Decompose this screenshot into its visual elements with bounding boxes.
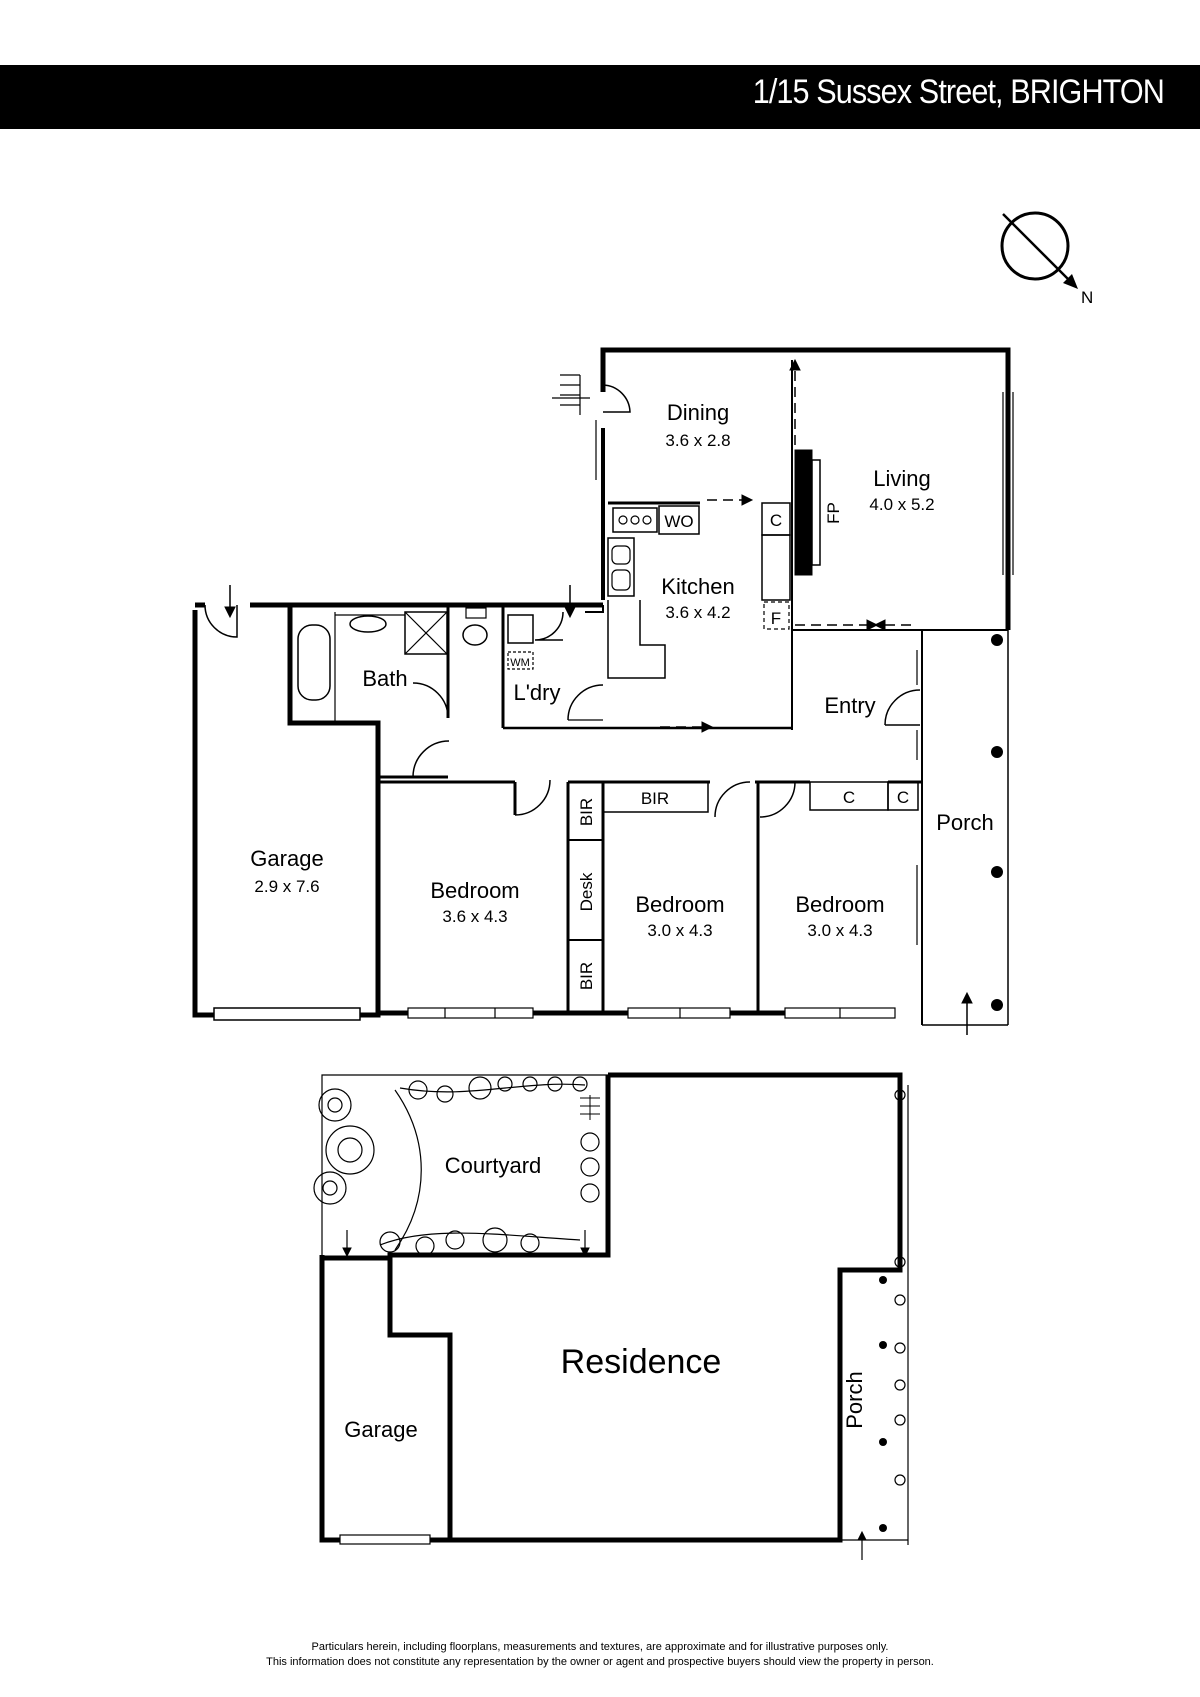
bir-left-top-label: BIR [577,798,596,826]
fridge-label: F [771,609,781,628]
fixture-labels: WO C FP F WM BIR BIR Desk BIR C C [510,502,909,990]
site-porch-label: Porch [842,1371,867,1428]
kitchen-cupboard-label: C [770,511,782,530]
bedroom1-label: Bedroom [430,878,519,903]
garden-plants [313,1076,906,1486]
dining-dims: 3.6 x 2.8 [665,431,730,450]
flow-arrows [224,358,973,1035]
bath-label: Bath [362,666,407,691]
bir-top-label: BIR [641,789,669,808]
site-plan [319,1072,909,1560]
disclaimer-line-2: This information does not constitute any… [266,1656,934,1668]
fireplace-label: FP [824,502,843,524]
bedroom2-label: Bedroom [635,892,724,917]
bedroom-cupboard-label: C [843,788,855,807]
site-garage-label: Garage [344,1417,417,1442]
site-labels: Courtyard Residence Garage Porch [344,1153,867,1442]
living-dims: 4.0 x 5.2 [869,495,934,514]
porch-posts [991,634,1003,1011]
bedroom3-label: Bedroom [795,892,884,917]
kitchen-label: Kitchen [661,574,734,599]
garage-label: Garage [250,846,323,871]
wo-label: WO [664,512,693,531]
disclaimer-line-1: Particulars herein, including floorplans… [311,1641,889,1653]
bir-left-bottom-label: BIR [577,962,596,990]
north-compass-icon: N [1000,211,1093,307]
bedroom3-dims: 3.0 x 4.3 [807,921,872,940]
living-label: Living [873,466,930,491]
kitchen-dims: 3.6 x 4.2 [665,603,730,622]
desk-label: Desk [577,872,596,911]
header-bar: 1/15 Sussex Street, BRIGHTON [0,65,1200,129]
courtyard-label: Courtyard [445,1153,542,1178]
entry-label: Entry [824,693,875,718]
washing-machine-label: WM [510,657,530,669]
bedroom2-dims: 3.0 x 4.3 [647,921,712,940]
main-floor-plan [192,347,1014,1026]
bedroom1-dims: 3.6 x 4.3 [442,907,507,926]
room-labels: Dining 3.6 x 2.8 Living 4.0 x 5.2 Kitche… [250,400,993,940]
compass-label: N [1081,288,1093,307]
dining-label: Dining [667,400,729,425]
laundry-label: L'dry [514,680,561,705]
site-porch-posts [879,1276,887,1532]
entry-cupboard-label: C [897,788,909,807]
property-address: 1/15 Sussex Street, BRIGHTON [752,73,1165,111]
residence-label: Residence [561,1343,722,1381]
garage-dims: 2.9 x 7.6 [254,877,319,896]
porch-label: Porch [936,810,993,835]
